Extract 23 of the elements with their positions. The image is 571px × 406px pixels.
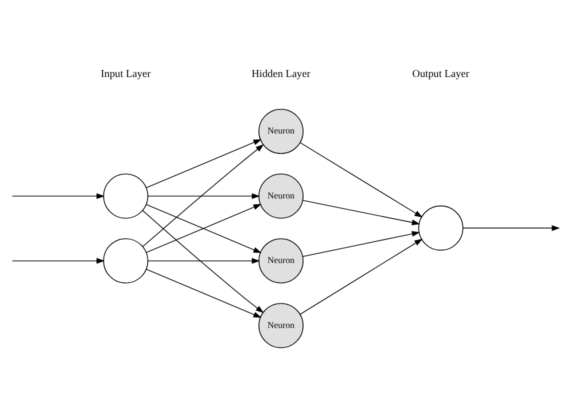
node-circle bbox=[418, 205, 464, 250]
arrow bbox=[462, 224, 560, 230]
arrow bbox=[300, 238, 423, 314]
arrow bbox=[12, 257, 105, 264]
node-circle: Neuron bbox=[258, 238, 304, 283]
node-circle: Neuron bbox=[258, 173, 304, 218]
arrow bbox=[146, 138, 262, 188]
arrow bbox=[12, 192, 105, 198]
arrow bbox=[300, 142, 423, 218]
node-circle bbox=[103, 238, 148, 283]
arrow bbox=[146, 268, 262, 318]
arrow bbox=[302, 230, 420, 256]
label: Input Layer bbox=[100, 68, 151, 80]
arrow bbox=[142, 144, 264, 246]
node-circle: Neuron bbox=[258, 302, 304, 348]
label: Output Layer bbox=[412, 68, 470, 80]
arrow bbox=[142, 210, 264, 313]
node-circle bbox=[103, 173, 148, 218]
arrow bbox=[147, 257, 260, 264]
arrow bbox=[147, 192, 260, 198]
label: Hidden Layer bbox=[252, 68, 310, 80]
arrow bbox=[302, 199, 420, 225]
node-circle: Neuron bbox=[258, 108, 304, 154]
